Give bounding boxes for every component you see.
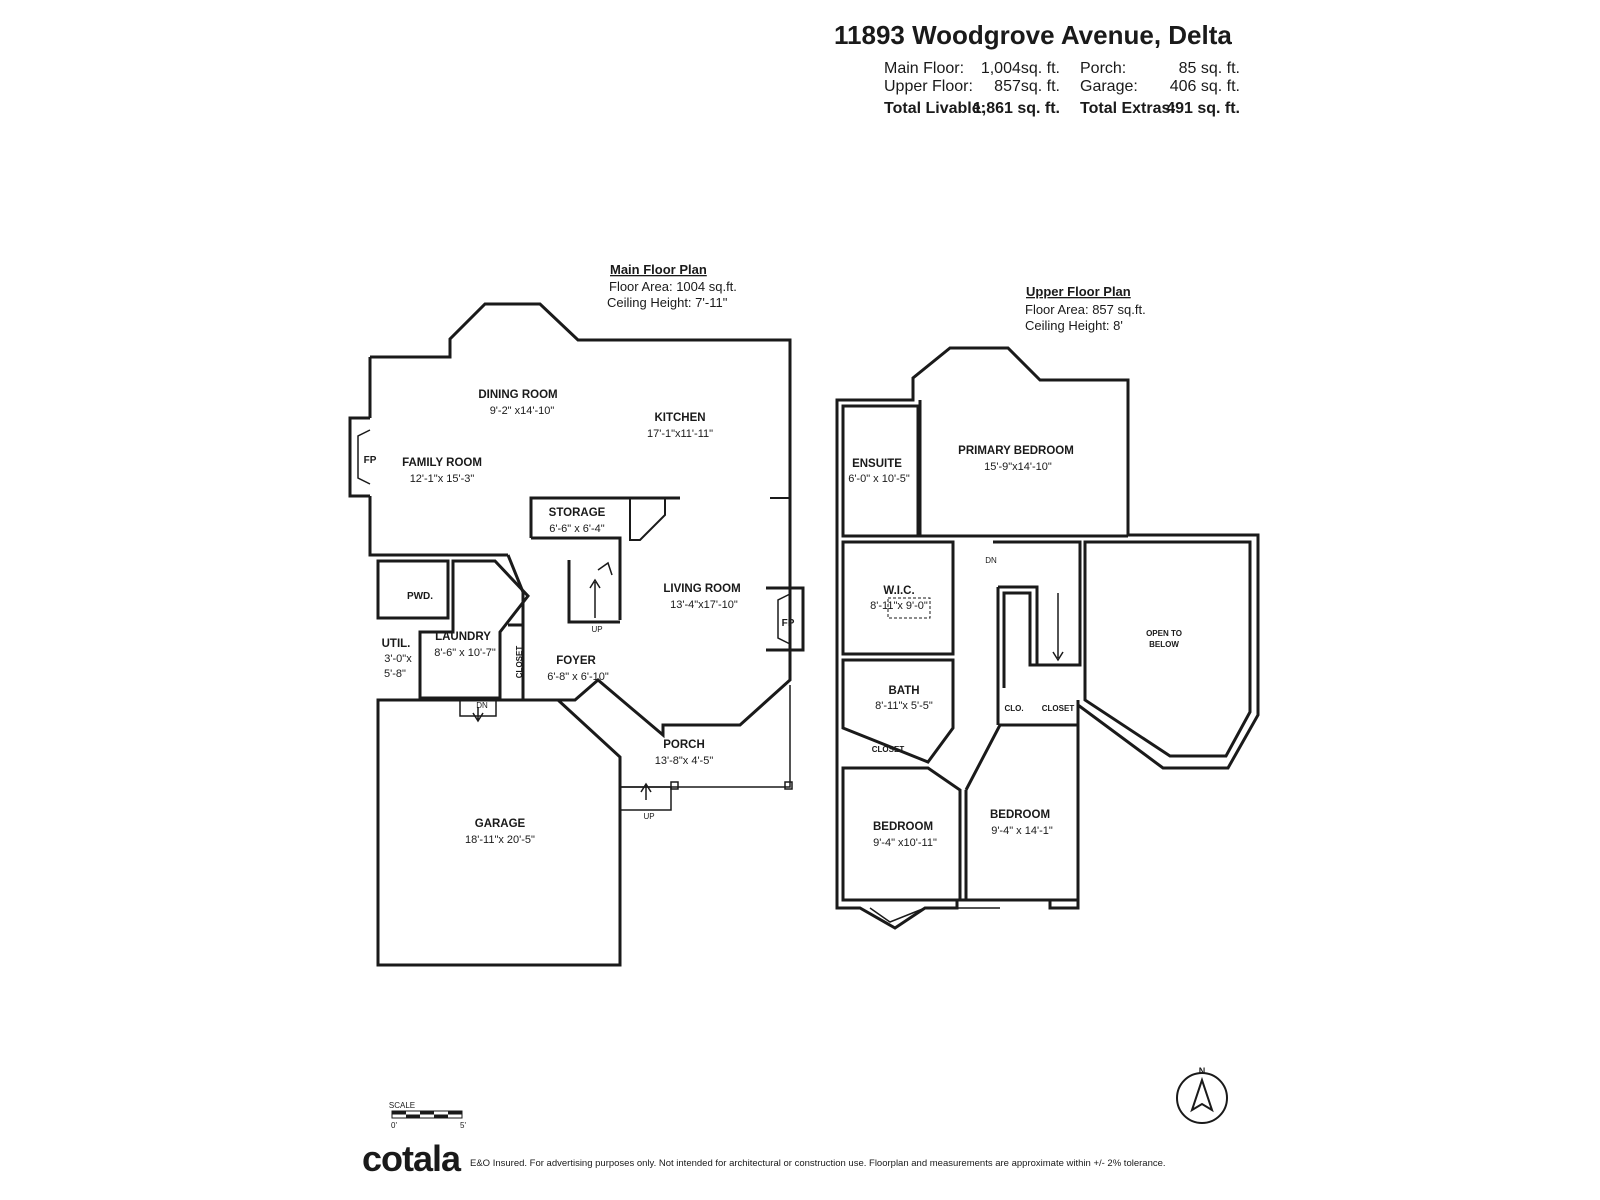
laundry-dims: 8'-6" x 10'-7": [434, 647, 496, 659]
laundry-label: LAUNDRY: [435, 631, 491, 643]
disclaimer-text: E&O Insured. For advertising purposes on…: [470, 1158, 1166, 1169]
open-to-below-1: OPEN TO: [1146, 629, 1182, 638]
scale-start: 0': [391, 1121, 397, 1130]
garage-area-label: Garage:: [1080, 78, 1138, 95]
main-floor-labels: Main Floor Plan Floor Area: 1004 sq.ft. …: [364, 262, 795, 846]
kitchen-label: KITCHEN: [654, 412, 705, 424]
garage-label: GARAGE: [475, 818, 526, 830]
powder-room-label: PWD.: [407, 591, 433, 602]
living-room-label: LIVING ROOM: [663, 583, 740, 595]
wic-label: W.I.C.: [883, 585, 914, 597]
family-room-label: FAMILY ROOM: [402, 457, 482, 469]
dining-room-label: DINING ROOM: [478, 389, 557, 401]
upper-floor-label: Upper Floor:: [884, 78, 973, 95]
fireplace-left-label: FP: [364, 455, 377, 466]
upper-floor-heading: Upper Floor Plan: [1026, 284, 1131, 299]
total-livable-value: 1,861 sq. ft.: [972, 100, 1060, 117]
porch-area-value: 85 sq. ft.: [1178, 60, 1240, 77]
garage-area-value: 406 sq. ft.: [1169, 78, 1240, 95]
scale-label: SCALE: [389, 1101, 415, 1110]
fireplace-right: [766, 586, 805, 652]
clo-label: CLO.: [1004, 704, 1023, 713]
north-compass: N: [1176, 1066, 1228, 1124]
storage-dims: 6'-6" x 6'-4": [549, 523, 605, 535]
ensuite-label: ENSUITE: [852, 458, 902, 470]
compass-north-label: N: [1199, 1066, 1206, 1076]
bedroom-2-dims: 9'-4" x10'-11": [873, 837, 937, 849]
utility-label: UTIL.: [382, 638, 411, 650]
total-extras-label: Total Extras:: [1080, 100, 1176, 117]
porch-up-label: UP: [643, 812, 654, 821]
scale-bar: SCALE 0' 5': [389, 1101, 467, 1130]
dining-room-dims: 9'-2" x14'-10": [490, 405, 555, 417]
bedroom-closet-label: CLOSET: [1042, 704, 1075, 713]
fireplace-right-label: FP: [782, 618, 795, 629]
foyer-label: FOYER: [556, 655, 596, 667]
bedroom-3-label: BEDROOM: [990, 809, 1050, 821]
fireplace-left: [348, 416, 370, 498]
property-address: 11893 Woodgrove Avenue, Delta: [834, 20, 1232, 50]
total-extras-value: 491 sq. ft.: [1166, 100, 1240, 117]
living-room-dims: 13'-4"x17'-10": [670, 599, 738, 611]
porch-dims: 13'-8"x 4'-5": [655, 755, 714, 767]
ensuite-dims: 6'-0" x 10'-5": [848, 473, 910, 485]
main-floor-walls: [348, 302, 805, 967]
kitchen-dims: 17'-1"x11'-11": [647, 428, 713, 440]
family-room-dims: 12'-1"x 15'-3": [410, 473, 475, 485]
upper-floor-outline: [835, 346, 1260, 930]
upper-floor-walls: [835, 346, 1260, 930]
main-floor-label: Main Floor:: [884, 60, 965, 77]
bedroom-2-label: BEDROOM: [873, 821, 933, 833]
storage-label: STORAGE: [549, 507, 606, 519]
open-to-below-2: BELOW: [1149, 640, 1179, 649]
primary-bedroom-label: PRIMARY BEDROOM: [958, 445, 1074, 457]
foyer-dims: 6'-8" x 6'-10": [547, 671, 609, 683]
bath-label: BATH: [888, 685, 919, 697]
upper-stair-dn-label: DN: [985, 556, 997, 565]
upper-floor-value: 857sq. ft.: [994, 78, 1060, 95]
primary-bedroom-dims: 15'-9"x14'-10": [984, 461, 1052, 473]
garage-stair-dn-label: DN: [476, 701, 488, 710]
upper-floor-area: Floor Area: 857 sq.ft.: [1025, 302, 1146, 317]
porch-area-label: Porch:: [1080, 60, 1127, 77]
bedroom-3-dims: 9'-4" x 14'-1": [991, 825, 1053, 837]
total-livable-label: Total Livable:: [884, 100, 986, 117]
upper-floor-ceiling: Ceiling Height: 8': [1025, 318, 1123, 333]
main-floor-area: Floor Area: 1004 sq.ft.: [609, 279, 737, 294]
closet-label: CLOSET: [515, 646, 524, 679]
upper-floor-labels: Upper Floor Plan Floor Area: 857 sq.ft. …: [848, 284, 1182, 849]
stair-up-label: UP: [591, 625, 602, 634]
cotala-logo: cotala: [362, 1138, 461, 1179]
main-floor-heading: Main Floor Plan: [610, 262, 707, 277]
bath-dims: 8'-11"x 5'-5": [875, 700, 933, 712]
wic-dims: 8'-11"x 9'-0": [870, 600, 928, 612]
hall-closet-label: CLOSET: [872, 745, 905, 754]
main-floor-value: 1,004sq. ft.: [980, 60, 1060, 77]
porch-label: PORCH: [663, 739, 705, 751]
scale-end: 5': [460, 1121, 466, 1130]
garage-dims: 18'-11"x 20'-5": [465, 834, 535, 846]
utility-dims-2: 5'-8": [384, 668, 406, 680]
utility-dims-1: 3'-0"x: [384, 653, 412, 665]
garage-outline: [376, 698, 622, 967]
main-floor-ceiling: Ceiling Height: 7'-11": [607, 295, 728, 310]
